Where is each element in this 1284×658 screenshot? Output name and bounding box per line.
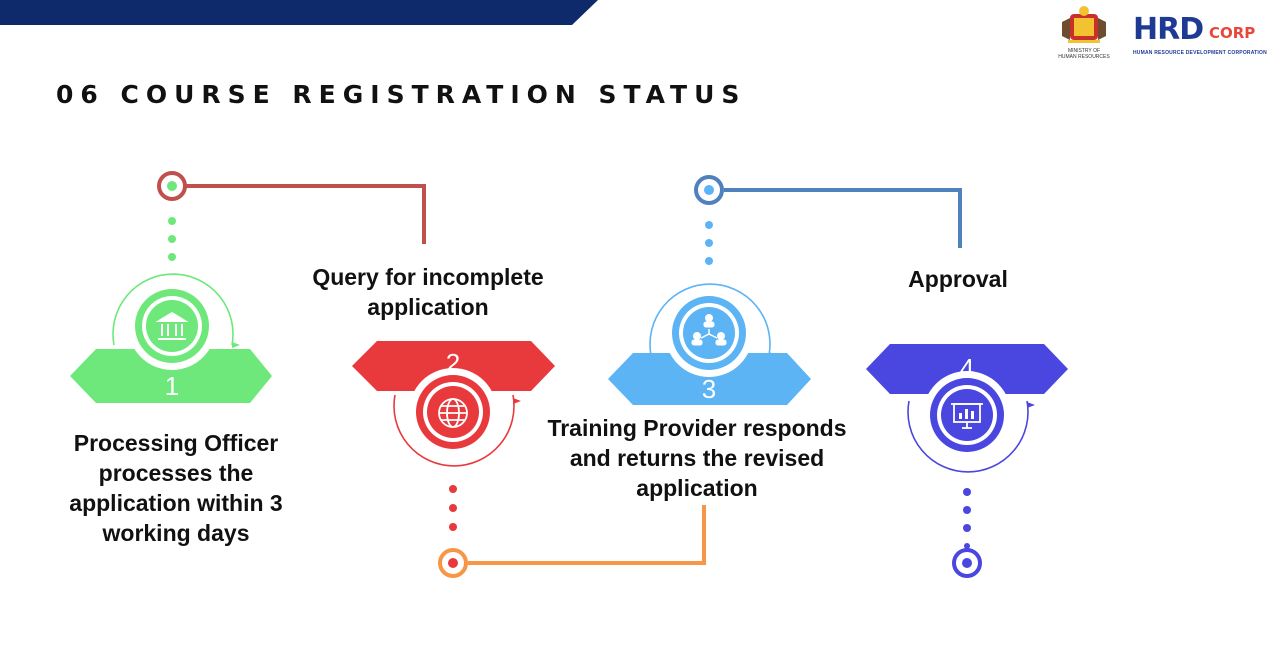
ministry-crest-logo	[1062, 6, 1106, 43]
dots-step-4	[963, 488, 971, 549]
hrd-logo-subtitle: HUMAN RESOURCE DEVELOPMENT CORPORATION	[1133, 50, 1267, 56]
connector-3-4	[724, 188, 962, 248]
step-3-banner	[608, 353, 811, 405]
node-step-2	[438, 548, 468, 578]
step-2-number: 2	[446, 348, 460, 378]
step-4-banner	[866, 344, 1068, 394]
page-title: 06 COURSE REGISTRATION STATUS	[56, 80, 747, 109]
step-1-number: 1	[165, 371, 179, 401]
step-3-text: Training Provider responds and returns t…	[547, 415, 847, 501]
presentation-chart-icon	[951, 403, 983, 429]
step-2-text: Query for incomplete application	[312, 264, 544, 320]
dots-step-3	[705, 221, 713, 265]
dots-step-2	[449, 485, 457, 531]
step-2-banner	[352, 341, 555, 391]
hrd-corp-logo: HRD CORP HUMAN RESOURCE DEVELOPMENT CORP…	[1133, 12, 1273, 62]
node-step-4	[952, 548, 982, 578]
step-1-text: Processing Officer processes the applica…	[69, 430, 283, 546]
hrd-logo-corp: CORP	[1209, 24, 1256, 42]
ministry-line-2: HUMAN RESOURCES	[1058, 54, 1110, 60]
network-users-icon	[691, 314, 727, 346]
globe-icon	[438, 398, 468, 428]
step-1-banner	[70, 349, 272, 403]
ministry-logo-text: MINISTRY OF HUMAN RESOURCES	[1048, 8, 1120, 62]
node-step-3	[694, 175, 724, 205]
node-step-1	[157, 171, 187, 201]
bank-icon	[155, 311, 189, 340]
step-3-number: 3	[702, 374, 716, 404]
step-1-graphic: 1	[70, 273, 272, 403]
ministry-line-1: MINISTRY OF	[1067, 48, 1101, 54]
step-3-graphic: 3	[608, 283, 811, 405]
step-4-graphic: 4	[866, 344, 1068, 473]
connector-2-3	[468, 505, 706, 565]
step-4-number: 4	[960, 353, 974, 383]
hrd-logo-main: HRD	[1133, 12, 1204, 47]
dots-step-1	[168, 217, 176, 261]
step-2-graphic: 2	[352, 341, 555, 467]
connector-1-2	[186, 184, 426, 244]
top-banner	[0, 0, 598, 25]
step-4-text: Approval	[908, 266, 1008, 292]
